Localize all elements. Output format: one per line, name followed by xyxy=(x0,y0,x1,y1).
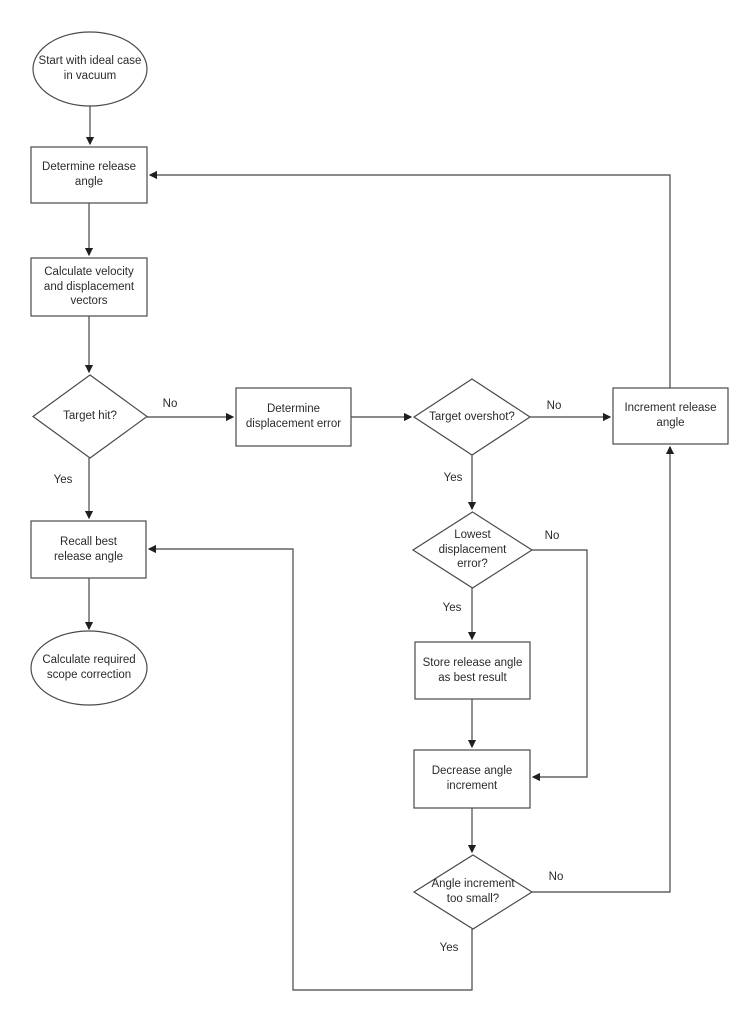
target-overshot-decision-shape xyxy=(412,378,532,456)
recall-best-angle-shape xyxy=(30,520,147,579)
scope-correction-terminator-shape xyxy=(30,630,148,706)
lowest-displacement-error-decision-shape xyxy=(411,511,534,589)
edge-too-small-yes xyxy=(147,544,473,991)
calculate-vectors-shape xyxy=(30,257,148,317)
increment-release-angle-shape xyxy=(612,387,729,445)
edge-increment-to-determine-angle xyxy=(148,170,671,388)
determine-displacement-error-shape xyxy=(235,387,352,447)
decrease-increment-shape xyxy=(413,749,531,809)
edge-lowest-error-no xyxy=(531,549,588,782)
determine-release-angle-shape xyxy=(30,146,148,204)
target-hit-decision-shape xyxy=(31,374,149,459)
angle-too-small-decision-shape xyxy=(412,854,534,930)
store-release-angle-shape xyxy=(414,641,531,700)
start-terminator-shape xyxy=(32,31,148,107)
edge-too-small-no xyxy=(532,445,675,893)
